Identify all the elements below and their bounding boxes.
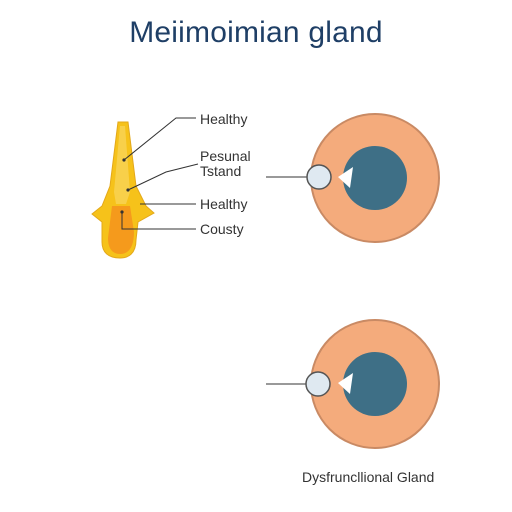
gland-leader-lines	[121, 117, 199, 230]
label-dysfunctional-gland: Dysfruncllional Gland	[302, 469, 435, 485]
leader-line-pesunal	[127, 163, 199, 191]
gland-core	[108, 206, 134, 254]
label-pesunal: Pesunal Tstand	[200, 149, 251, 179]
gland-duct	[114, 126, 130, 204]
gland-orifice	[306, 164, 332, 190]
leader-line-cousty	[121, 212, 196, 230]
gland-orifice	[305, 371, 331, 397]
label-healthy-mid: Healthy	[200, 196, 248, 212]
eye-highlight	[338, 167, 353, 188]
eye-cross-section-icon	[266, 319, 440, 449]
label-cousty: Cousty	[200, 221, 244, 237]
label-pesunal-line2: Tstand	[200, 163, 242, 179]
label-pesunal-line1: Pesunal	[200, 148, 251, 164]
gland-leader-dots	[120, 158, 130, 214]
gland-shape-icon	[91, 121, 155, 259]
label-healthy-top: Healthy	[200, 111, 248, 127]
eye-cross-section-icon	[266, 113, 440, 243]
eye-iris	[343, 352, 407, 416]
page-title: Meiimoimian gland	[129, 16, 383, 49]
eye-highlight	[338, 373, 353, 394]
leader-line-healthy-top	[123, 117, 196, 161]
eye-iris	[343, 146, 407, 210]
